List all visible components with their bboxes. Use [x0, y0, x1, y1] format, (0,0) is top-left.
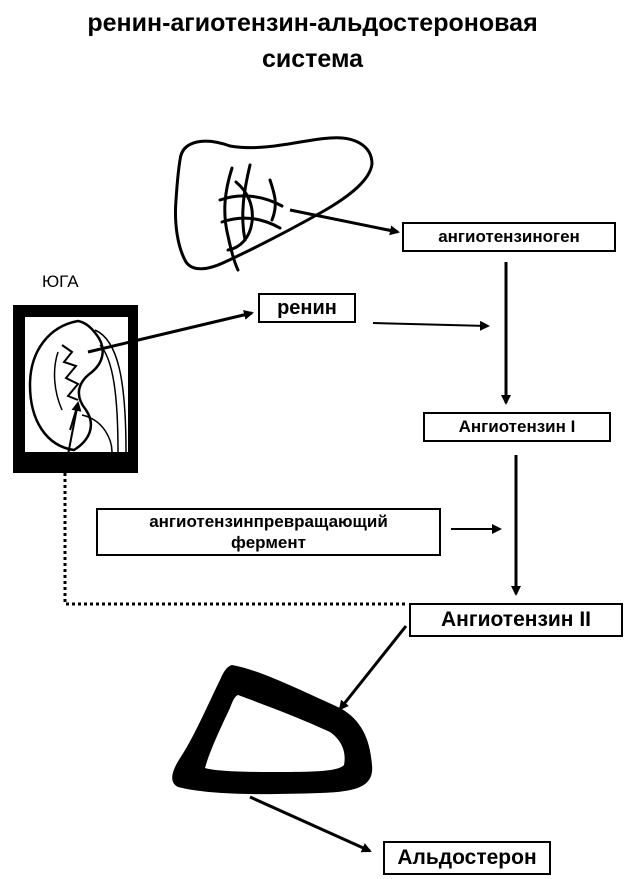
- arrow-adrenal-to-aldosterone: [250, 797, 370, 851]
- renin-box: ренин: [258, 293, 356, 323]
- ace-label-line2: фермент: [98, 532, 439, 553]
- ace-enzyme-box: ангиотензинпревращающий фермент: [96, 508, 441, 556]
- angiotensinogen-box: ангиотензиноген: [402, 222, 616, 252]
- ace-label-line1: ангиотензинпревращающий: [98, 511, 439, 532]
- arrow-renin-to-cascade: [373, 323, 488, 326]
- angiotensin-1-box: Ангиотензин I: [423, 412, 611, 442]
- arrow-angiotensin2-to-adrenal: [340, 626, 406, 709]
- yuga-label: ЮГА: [42, 272, 79, 292]
- liver-icon: [175, 138, 372, 270]
- kidney-icon: [13, 305, 138, 473]
- angiotensin-2-box: Ангиотензин II: [409, 603, 623, 637]
- aldosterone-box: Альдостерон: [383, 841, 551, 875]
- adrenal-gland-icon: [172, 665, 372, 794]
